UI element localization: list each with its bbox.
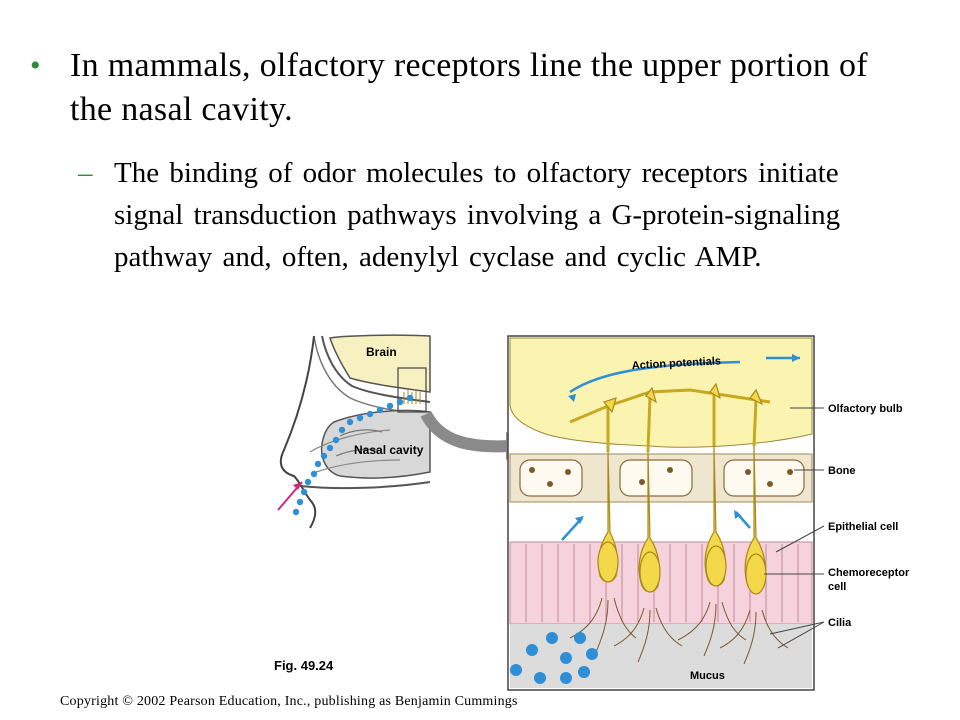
chemoreceptor-label-line1: Chemoreceptor xyxy=(828,567,910,579)
action-potentials-label: Action potentials xyxy=(632,355,722,372)
epithelial-cell-label: Epithelial cell xyxy=(828,521,898,533)
sub-bullet-text: The binding of odor molecules to olfacto… xyxy=(114,157,841,273)
brain-label: Brain xyxy=(366,345,397,359)
bone-label: Bone xyxy=(828,465,856,477)
olfaction-figure: Brain Nasal cavity Action potentials xyxy=(277,334,910,691)
nasal-cavity-label: Nasal cavity xyxy=(354,443,424,457)
mucus-label: Mucus xyxy=(690,670,725,682)
mucus-odor-molecules xyxy=(510,632,598,684)
odor-molecule-dots xyxy=(292,394,414,516)
figure-caption: Fig. 49.24 xyxy=(274,658,334,673)
label-leaders xyxy=(764,407,825,649)
sub-bullet-marker: – xyxy=(78,157,93,189)
copyright-notice: Copyright © 2002 Pearson Education, Inc.… xyxy=(60,694,518,709)
olfactory-detail-panel: Action potentials xyxy=(507,335,815,691)
chemoreceptor-neurons xyxy=(569,382,771,595)
cilia-strands xyxy=(569,597,789,665)
main-bullet-text: In mammals, olfactory receptors line the… xyxy=(70,47,868,128)
zoom-arrow xyxy=(420,411,511,453)
head-cross-section: Brain Nasal cavity xyxy=(277,334,431,529)
bone-pores xyxy=(519,459,805,497)
cilia-label: Cilia xyxy=(828,617,852,629)
bullet-marker: • xyxy=(30,49,41,82)
olfactory-bulb-label: Olfactory bulb xyxy=(828,403,903,415)
chemoreceptor-label-line2: cell xyxy=(828,581,846,593)
